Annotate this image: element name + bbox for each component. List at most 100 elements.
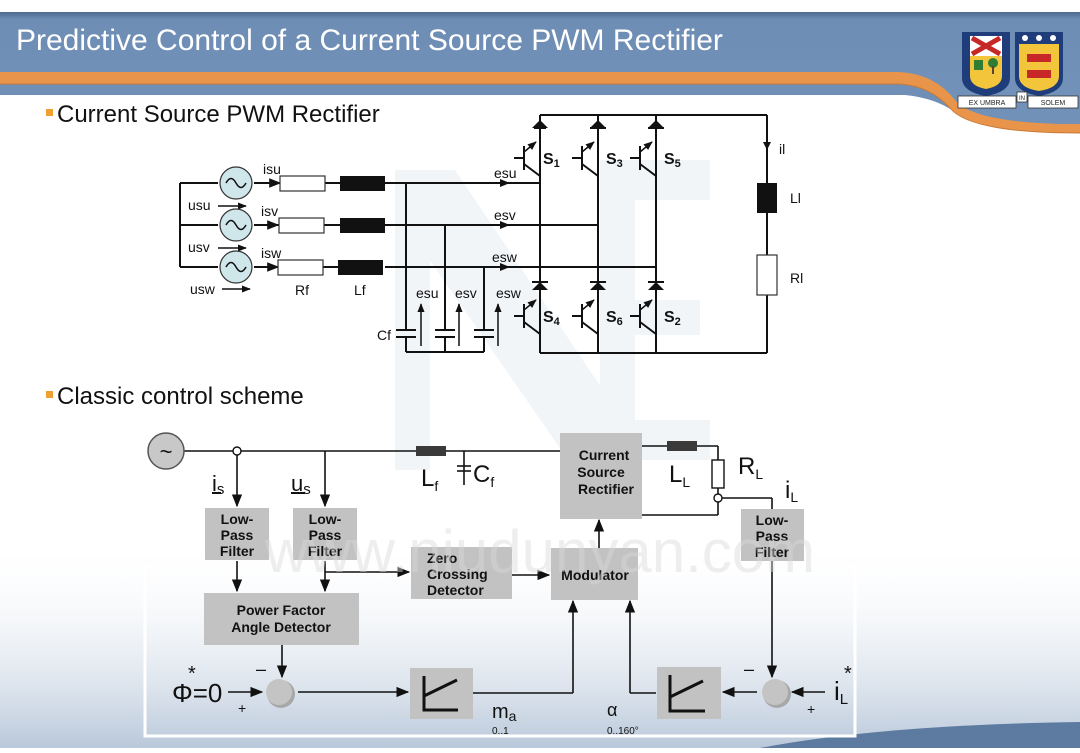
resistor-icon (279, 175, 326, 192)
label-rf: Rf (295, 282, 309, 298)
ac-source-icon (147, 432, 185, 470)
bullet-square-icon (46, 109, 53, 117)
control-wires (184, 445, 825, 698)
il-ref-star: * (844, 663, 852, 685)
ll-inductor-icon (667, 441, 697, 451)
filter-components (277, 175, 778, 296)
label-rl: Rl (790, 270, 803, 286)
label-usv: usv (188, 239, 210, 255)
motto-left: EX UMBRA (969, 100, 1006, 107)
label-us: us (291, 471, 311, 498)
power-factor-angle-detector-block: Power Factor Angle Detector (204, 593, 359, 645)
label-il: il (779, 141, 785, 157)
bottom-swoosh (760, 722, 1080, 748)
modulator-block: Modulator (551, 548, 638, 600)
lpf-is-block: Low- Pass Filter (205, 508, 269, 560)
label-isw: isw (261, 245, 282, 261)
svg-text:Zero: Zero (427, 550, 457, 566)
label-lf: Lf (421, 465, 438, 494)
bullet-rectifier: Current Source PWM Rectifier (46, 101, 380, 129)
switch-s4 (514, 281, 548, 335)
label-rl: RL (738, 453, 763, 482)
switch-s3 (572, 120, 606, 177)
rl-resistor-icon (711, 459, 725, 489)
label-ll: LL (669, 461, 690, 490)
motto-right: SOLEM (1041, 100, 1066, 107)
switch-s2 (630, 281, 664, 335)
svg-text:Filter: Filter (308, 543, 343, 559)
label-usu: usu (188, 197, 211, 213)
bullet-text: Classic control scheme (57, 383, 304, 410)
switch-s6 (572, 281, 606, 335)
label-cf: Cf (377, 327, 391, 343)
label-isv: isv (261, 203, 278, 219)
label-il: iL (785, 477, 798, 505)
label-lf: Lf (354, 282, 366, 298)
switch-s1 (514, 120, 548, 177)
ma-label: ma (492, 701, 517, 724)
label-cap-esu: esu (416, 285, 439, 301)
svg-text:Low-: Low- (756, 512, 789, 528)
ac-sources (219, 166, 253, 284)
switch-s5 (630, 120, 664, 177)
label-s1: S1 (543, 151, 560, 170)
svg-text:Angle Detector: Angle Detector (231, 619, 331, 635)
pi-controller-ma (410, 668, 473, 719)
label-cap-esw: esw (496, 285, 522, 301)
label-esw: esw (492, 249, 518, 265)
pi-ramp-icon (668, 675, 705, 713)
svg-text:Detector: Detector (427, 582, 484, 598)
alpha-label: α (607, 700, 617, 720)
load-inductor-icon (757, 183, 777, 213)
sum-phi-plus: + (238, 700, 246, 716)
label-esu: esu (494, 165, 517, 181)
ac-source-symbol: ~ (160, 439, 173, 464)
inductor-icon (338, 260, 383, 275)
control-labels: is us Lf Cf LL RL iL Φ=0 * – + – + iL * … (172, 453, 852, 737)
phi-ref-star: * (188, 663, 196, 685)
label-esv: esv (494, 207, 516, 223)
label-is: is (212, 471, 224, 498)
label-cap-esv: esv (455, 285, 477, 301)
switches (514, 120, 664, 335)
svg-text:Crossing: Crossing (427, 566, 488, 582)
svg-text:Power Factor: Power Factor (237, 602, 326, 618)
university-crest: EX UMBRA IN SOLEM (957, 32, 1079, 109)
sum-il-plus: + (807, 701, 815, 717)
watermark-text: www.niudunyan.com (264, 518, 815, 585)
bullet-text: Current Source PWM Rectifier (57, 101, 380, 128)
inductor-icon (340, 176, 385, 191)
alpha-range: 0..160° (607, 726, 639, 737)
zero-crossing-detector-block: Zero Crossing Detector (411, 547, 512, 599)
svg-text:Filter: Filter (220, 543, 255, 559)
label-isu: isu (263, 161, 281, 177)
ma-range: 0..1 (492, 726, 509, 737)
load-resistor-icon (756, 254, 778, 296)
current-sensor-icon (713, 493, 723, 503)
svg-text:Low-: Low- (309, 511, 342, 527)
svg-text:Current: Current (579, 447, 630, 463)
resistor-icon (277, 259, 324, 276)
label-s5: S5 (664, 151, 681, 170)
current-source-rectifier-block: Current Source Rectifier (560, 433, 642, 519)
control-blocks: Low- Pass Filter Low- Pass Filter Zero C… (204, 433, 804, 645)
inductor-icon (340, 218, 385, 233)
label-s3: S3 (606, 151, 623, 170)
watermark-logo (395, 160, 710, 470)
motto-mid: IN (1019, 96, 1025, 102)
label-ll: Ll (790, 190, 801, 206)
label-cf: Cf (473, 461, 494, 490)
label-s4: S4 (543, 309, 561, 328)
resistor-icon (278, 217, 325, 234)
sum-junction-il (762, 679, 788, 705)
label-s2: S2 (664, 309, 681, 328)
label-usw: usw (190, 281, 216, 297)
il-ref-label: iL (834, 676, 848, 708)
cf-capacitor-icon (457, 465, 471, 472)
svg-text:Low-: Low- (221, 511, 254, 527)
pi-ramp-icon (422, 676, 458, 712)
current-sensor-icon (232, 446, 242, 456)
phi-ref-label: Φ=0 (172, 678, 222, 708)
